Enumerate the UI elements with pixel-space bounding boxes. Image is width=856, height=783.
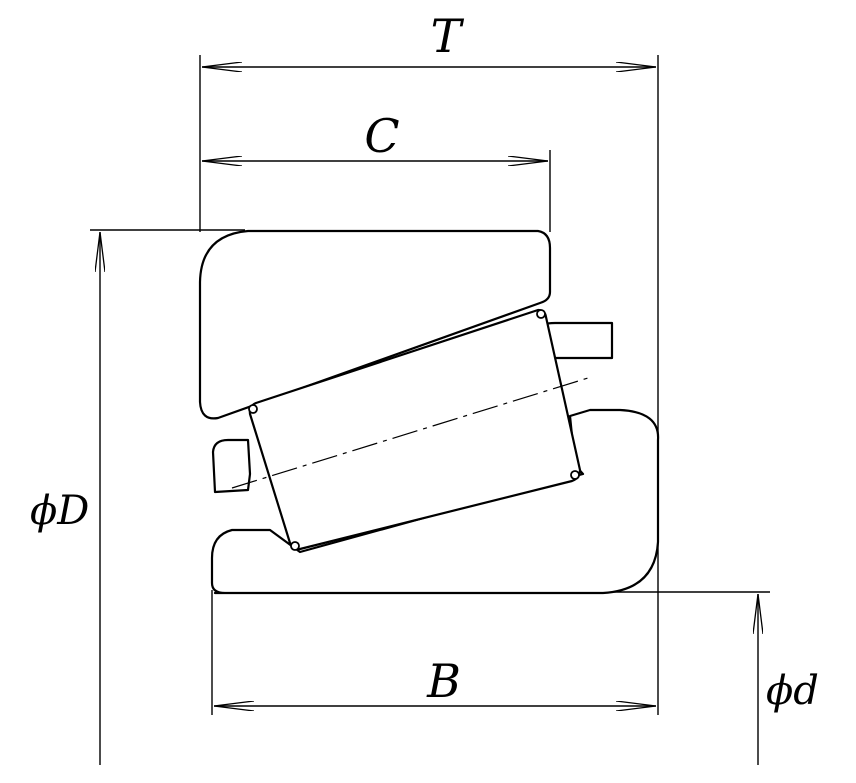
cage-left xyxy=(211,438,252,494)
dimension-lines xyxy=(100,67,758,765)
roller-centerline xyxy=(231,377,589,489)
label-T: T xyxy=(431,9,465,63)
outer-ring xyxy=(198,229,552,420)
label-C: C xyxy=(364,109,399,163)
tapered-roller xyxy=(248,308,582,551)
extension-lines xyxy=(90,55,770,715)
label-B: B xyxy=(426,654,461,708)
label-d: ϕd xyxy=(766,668,819,714)
label-D: ϕD xyxy=(30,488,89,534)
